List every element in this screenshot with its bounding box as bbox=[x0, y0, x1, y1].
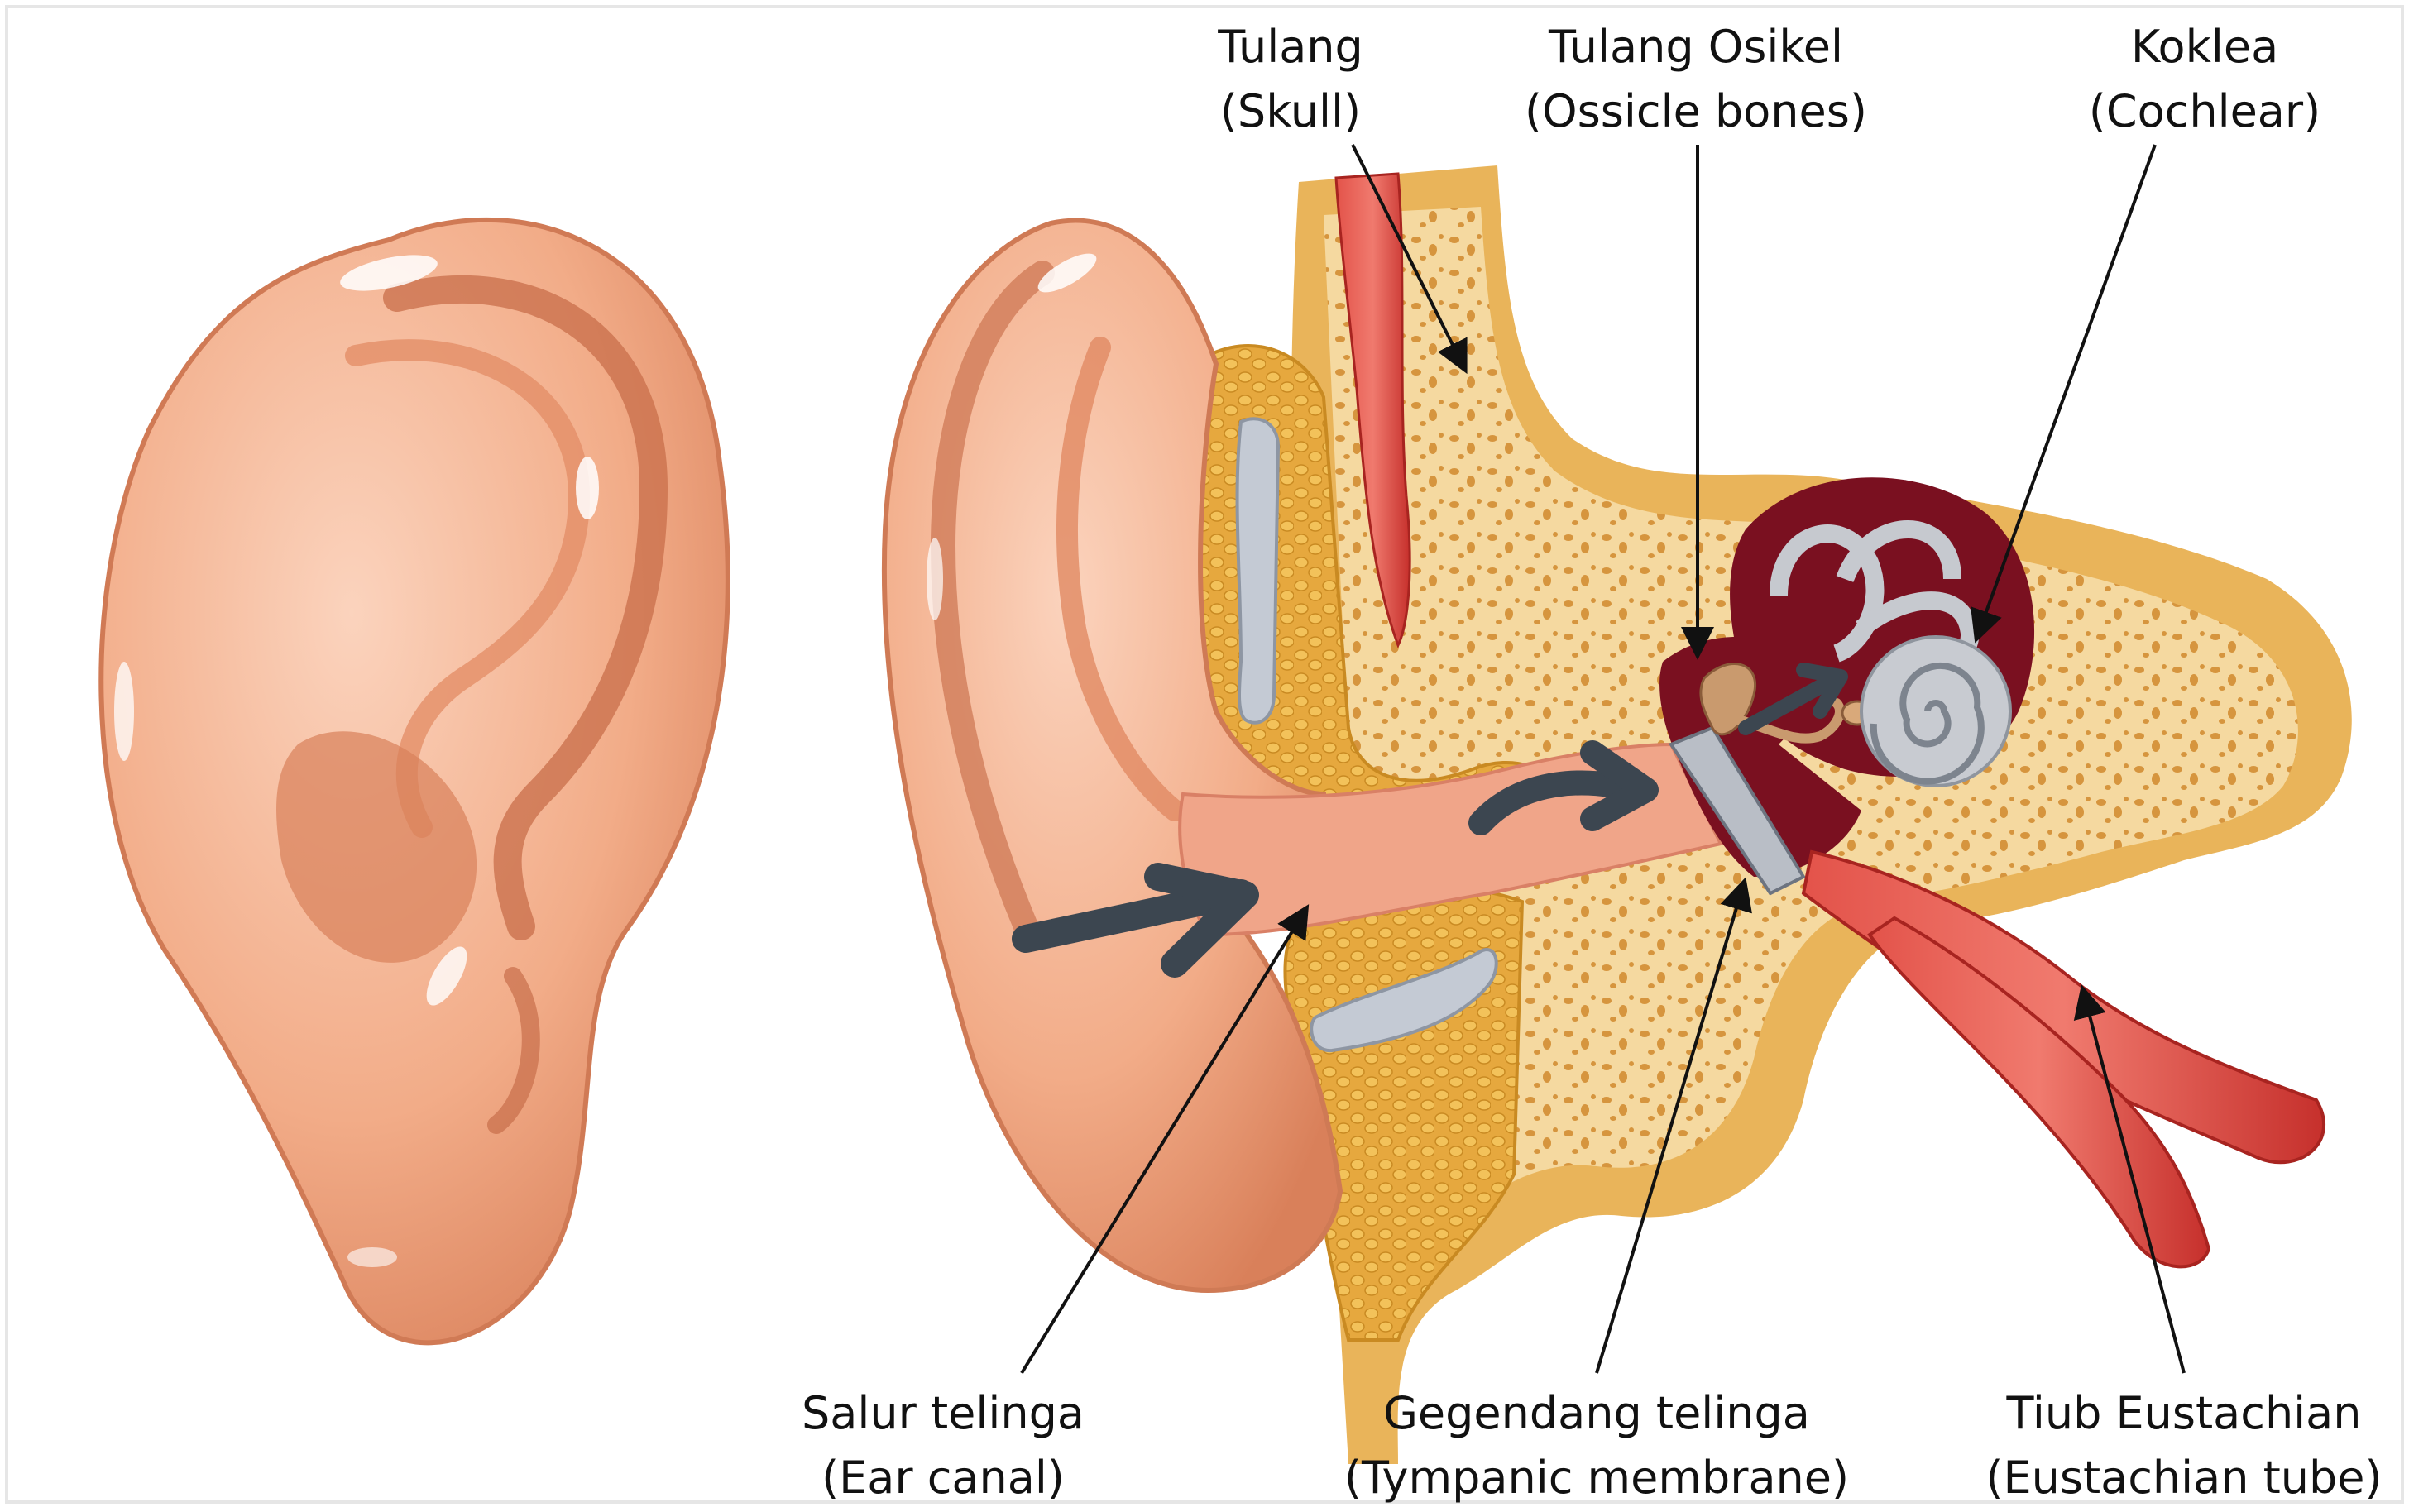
label-eustachian: Tiub Eustachian (Eustachian tube) bbox=[1977, 1381, 2391, 1510]
cochlea-shape bbox=[1861, 637, 2010, 786]
cartilage-gray-upper bbox=[1238, 419, 1278, 723]
label-ossicles-line1: Tulang Osikel bbox=[1506, 15, 1886, 79]
label-eardrum-line1: Gegendang telinga bbox=[1340, 1381, 1853, 1446]
label-skull-line2: (Skull) bbox=[1195, 79, 1386, 144]
label-eustachian-line2: (Eustachian tube) bbox=[1977, 1446, 2391, 1510]
label-ear-canal-line1: Salur telinga bbox=[761, 1381, 1125, 1446]
label-eardrum: Gegendang telinga (Tympanic membrane) bbox=[1340, 1381, 1853, 1510]
label-skull-line1: Tulang bbox=[1195, 15, 1386, 79]
label-cochlea: Koklea (Cochlear) bbox=[2076, 15, 2333, 144]
label-cochlea-line2: (Cochlear) bbox=[2076, 79, 2333, 144]
label-skull: Tulang (Skull) bbox=[1195, 15, 1386, 144]
label-ear-canal: Salur telinga (Ear canal) bbox=[761, 1381, 1125, 1510]
label-ear-canal-line2: (Ear canal) bbox=[761, 1446, 1125, 1510]
label-eustachian-line1: Tiub Eustachian bbox=[1977, 1381, 2391, 1446]
label-ossicles: Tulang Osikel (Ossicle bones) bbox=[1506, 15, 1886, 144]
label-ossicles-line2: (Ossicle bones) bbox=[1506, 79, 1886, 144]
label-eardrum-line2: (Tympanic membrane) bbox=[1340, 1446, 1853, 1510]
label-cochlea-line1: Koklea bbox=[2076, 15, 2333, 79]
